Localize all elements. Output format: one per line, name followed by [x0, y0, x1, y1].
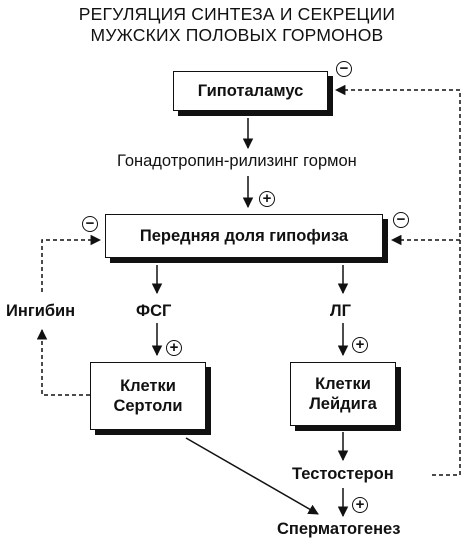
plus-sign-lh: +: [352, 337, 368, 353]
minus-sign-hypothalamus: −: [336, 61, 352, 77]
leydig-label-line1: Клетки: [315, 375, 371, 393]
leydig-box: Клетки Лейдига: [290, 362, 396, 426]
plus-sign-gnrh: +: [259, 191, 275, 207]
hypothalamus-box: Гипоталамус: [173, 71, 328, 111]
feedback-sertoli-inhibin: [36, 328, 90, 396]
gnrh-label: Гонадотропин-рилизинг гормон: [117, 152, 357, 170]
feedback-inhibin-pituitary: [41, 234, 102, 292]
spermatogenesis-label: Сперматогенез: [277, 520, 401, 538]
leydig-label-line2: Лейдига: [309, 395, 377, 413]
hypothalamus-label: Гипоталамус: [197, 82, 304, 100]
arrow-sertoli-spermatogenesis: [185, 437, 319, 515]
sertoli-label-line2: Сертоли: [113, 397, 183, 415]
feedback-testosterone-line: [432, 90, 461, 476]
lh-label: ЛГ: [330, 302, 351, 320]
fsh-label: ФСГ: [136, 302, 172, 320]
inhibin-label: Ингибин: [6, 302, 76, 320]
plus-sign-testosterone: +: [352, 497, 368, 513]
diagram-title-line1: РЕГУЛЯЦИЯ СИНТЕЗА И СЕКРЕЦИИ: [78, 4, 396, 24]
pituitary-label: Передняя доля гипофиза: [139, 227, 349, 245]
plus-sign-fsh: +: [166, 340, 182, 356]
sertoli-box: Клетки Сертоли: [90, 362, 206, 430]
sertoli-label-line1: Клетки: [120, 377, 176, 395]
minus-sign-pituitary-right: −: [393, 212, 409, 228]
diagram-title-line2: МУЖСКИХ ПОЛОВЫХ ГОРМОНОВ: [90, 25, 384, 45]
testosterone-label: Тестостерон: [292, 465, 394, 483]
pituitary-box: Передняя доля гипофиза: [105, 214, 383, 258]
minus-sign-pituitary-left: −: [82, 216, 98, 232]
